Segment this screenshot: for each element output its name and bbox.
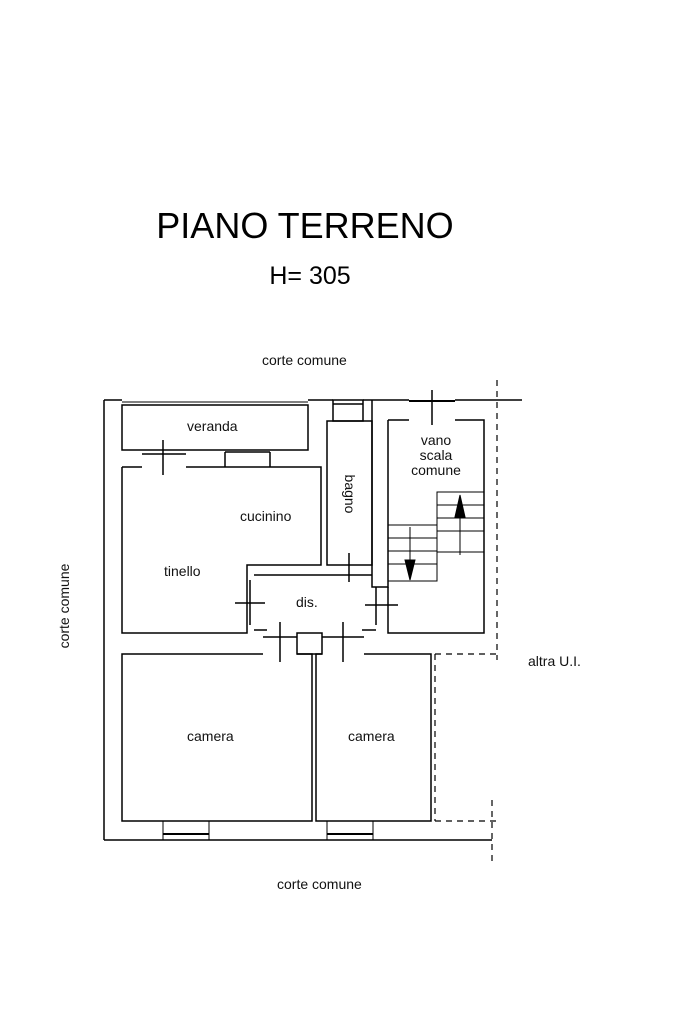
- label-top-corte: corte comune: [262, 352, 347, 368]
- room-label-camera-right: camera: [348, 728, 395, 744]
- room-label-tinello: tinello: [164, 563, 201, 579]
- bagno-window: [332, 399, 364, 422]
- room-label-veranda: veranda: [187, 418, 238, 434]
- tinello-room: [121, 466, 322, 634]
- stair-wall: [371, 400, 389, 588]
- vano-line-3: comune: [411, 462, 461, 478]
- label-altra-ui: altra U.I.: [528, 653, 581, 669]
- vano-line-2: scala: [419, 447, 453, 463]
- boundary-dashed: [434, 380, 500, 865]
- label-left-corte: corte comune: [56, 563, 72, 649]
- room-label-bagno: bagno: [342, 474, 358, 514]
- veranda-openings: [142, 440, 271, 475]
- room-label-cucinino: cucinino: [240, 508, 292, 524]
- label-bottom-corte: corte comune: [277, 876, 362, 892]
- camera-left-room: [121, 653, 313, 822]
- room-label-dis: dis.: [296, 594, 318, 610]
- plan-title: PIANO TERRENO: [156, 205, 454, 246]
- room-label-vano-scala: vano scala comune: [388, 433, 484, 478]
- ceiling-height: H= 305: [269, 262, 351, 290]
- room-label-camera-left: camera: [187, 728, 234, 744]
- camera-doors: [263, 622, 364, 662]
- vano-scala-room: [387, 419, 485, 634]
- vano-line-1: vano: [420, 432, 452, 448]
- veranda-room: [121, 401, 309, 451]
- stairs: [387, 491, 485, 582]
- camera-windows: [162, 820, 374, 841]
